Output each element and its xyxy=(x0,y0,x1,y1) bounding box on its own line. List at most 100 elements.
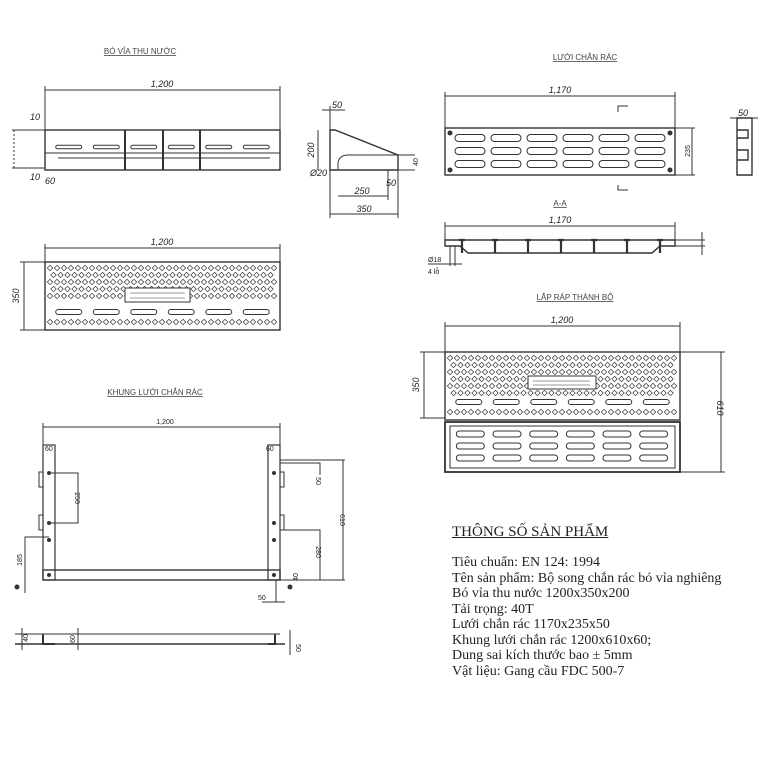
diamond-hole xyxy=(474,368,482,376)
diamond-hole xyxy=(478,389,485,397)
diamond-hole xyxy=(235,318,243,326)
diamond-hole xyxy=(116,292,124,300)
slot xyxy=(605,399,633,405)
diamond-hole xyxy=(50,271,57,279)
diamond-hole xyxy=(453,368,461,376)
diamond-hole xyxy=(190,285,197,293)
slot xyxy=(242,309,270,315)
diamond-hole xyxy=(67,278,75,286)
diamond-hole xyxy=(506,389,513,397)
diamond-hole xyxy=(123,318,131,326)
diamond-hole xyxy=(81,264,89,272)
diamond-hole xyxy=(632,361,639,369)
diamond-hole xyxy=(464,361,471,369)
rib xyxy=(591,238,597,253)
slot xyxy=(565,430,595,438)
diamond-hole xyxy=(625,389,632,397)
dim-section-length: 1,170 xyxy=(549,215,572,225)
diamond-hole xyxy=(92,271,99,279)
diamond-hole xyxy=(467,408,475,416)
diamond-hole xyxy=(635,354,643,362)
diamond-hole xyxy=(228,264,236,272)
diamond-hole xyxy=(211,271,218,279)
slot xyxy=(602,454,632,462)
diamond-hole xyxy=(169,271,176,279)
diamond-hole xyxy=(558,354,566,362)
spec-line: Tên sản phẩm: Bộ song chắn rác bó vỉa ng… xyxy=(452,570,722,586)
diamond-hole xyxy=(642,408,650,416)
diamond-hole xyxy=(221,264,229,272)
diamond-hole xyxy=(628,382,636,390)
diamond-hole xyxy=(242,264,250,272)
diamond-hole xyxy=(502,368,510,376)
diamond-hole xyxy=(583,389,590,397)
diamond-hole xyxy=(270,318,278,326)
diamond-hole xyxy=(506,361,513,369)
diamond-hole xyxy=(618,389,625,397)
diamond-hole xyxy=(653,361,660,369)
diamond-hole xyxy=(102,278,110,286)
diamond-hole xyxy=(85,271,92,279)
diamond-hole xyxy=(102,318,110,326)
slot xyxy=(55,309,83,315)
dim-prof-40: 40 xyxy=(413,158,420,166)
diamond-hole xyxy=(509,354,517,362)
diamond-hole xyxy=(628,368,636,376)
diamond-hole xyxy=(590,361,597,369)
diamond-hole xyxy=(200,278,208,286)
diamond-hole xyxy=(130,264,138,272)
diamond-hole xyxy=(253,271,260,279)
diamond-hole xyxy=(660,375,667,383)
rib xyxy=(525,238,531,253)
diamond-hole xyxy=(488,368,496,376)
diamond-hole xyxy=(583,361,590,369)
diamond-hole xyxy=(246,271,253,279)
diamond-hole xyxy=(527,389,534,397)
diamond-hole xyxy=(221,278,229,286)
diamond-hole xyxy=(642,354,650,362)
diamond-hole xyxy=(611,389,618,397)
diamond-hole xyxy=(621,368,629,376)
diamond-hole xyxy=(460,368,468,376)
diamond-hole xyxy=(457,361,464,369)
diamond-hole xyxy=(667,361,674,369)
grate-title: LƯỚI CHẮN RÁC xyxy=(553,53,618,62)
diamond-hole xyxy=(478,375,485,383)
dim-curb-length: 1,200 xyxy=(151,79,174,89)
slot xyxy=(55,144,83,150)
diamond-hole xyxy=(260,271,267,279)
dim-fsec-40: 40 xyxy=(23,634,30,642)
diamond-hole xyxy=(246,285,253,293)
diamond-hole xyxy=(499,389,506,397)
dim-frame-60b: 60 xyxy=(266,446,274,453)
diamond-hole xyxy=(109,318,117,326)
diamond-hole xyxy=(537,354,545,362)
diamond-hole xyxy=(663,354,671,362)
diamond-hole xyxy=(453,382,461,390)
diamond-hole xyxy=(453,354,461,362)
diamond-hole xyxy=(656,382,664,390)
diamond-hole xyxy=(628,354,636,362)
diamond-hole xyxy=(551,368,559,376)
diamond-hole xyxy=(270,292,278,300)
diamond-hole xyxy=(597,375,604,383)
diamond-hole xyxy=(481,408,489,416)
diamond-hole xyxy=(572,408,580,416)
dim-assembly-350: 350 xyxy=(411,377,421,392)
rib xyxy=(492,238,498,253)
diamond-hole xyxy=(137,278,145,286)
diamond-hole xyxy=(604,361,611,369)
diamond-hole xyxy=(228,292,236,300)
slot xyxy=(562,160,594,168)
diamond-hole xyxy=(481,368,489,376)
diamond-hole xyxy=(74,292,82,300)
diamond-hole xyxy=(158,318,166,326)
slot xyxy=(602,430,632,438)
slot xyxy=(565,454,595,462)
diamond-hole xyxy=(488,382,496,390)
diamond-hole xyxy=(155,271,162,279)
slot xyxy=(130,144,158,150)
diamond-hole xyxy=(558,368,566,376)
diamond-hole xyxy=(464,389,471,397)
